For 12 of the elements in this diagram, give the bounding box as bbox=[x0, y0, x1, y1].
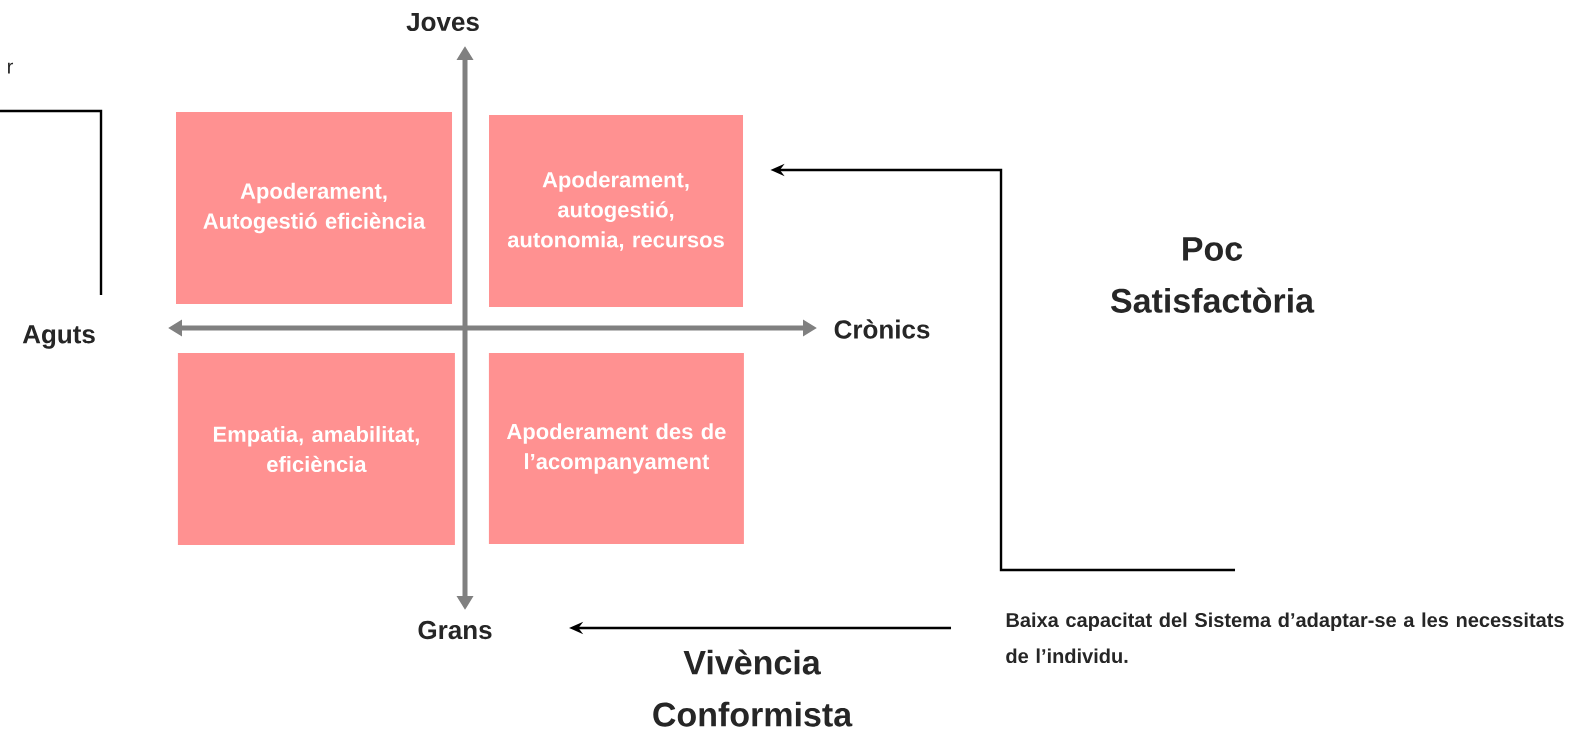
quadrant-box: Apoderament des de l’acompanyament bbox=[488, 352, 744, 544]
quadrant-box: Apoderament, Autogestió eficiència bbox=[176, 112, 452, 304]
axis-label: Joves bbox=[406, 12, 479, 32]
quadrant-box: Empatia, amabilitat, eficiència bbox=[177, 353, 455, 545]
axis-label: Crònics bbox=[834, 319, 930, 339]
axis-label: Grans bbox=[418, 620, 492, 640]
heading-text: Vivència Conformista bbox=[653, 649, 853, 727]
note-text: Baixa capacitat del Sistema d’adaptar-se a les necessitats de l’individu. bbox=[1006, 612, 1564, 664]
cut-text: r bbox=[8, 62, 13, 74]
axis-label: Aguts bbox=[22, 325, 95, 349]
quadrant-box: Apoderament, autogestió, autonomia, recursos bbox=[489, 115, 743, 307]
heading-text: Poc Satisfactòria bbox=[1110, 237, 1315, 313]
